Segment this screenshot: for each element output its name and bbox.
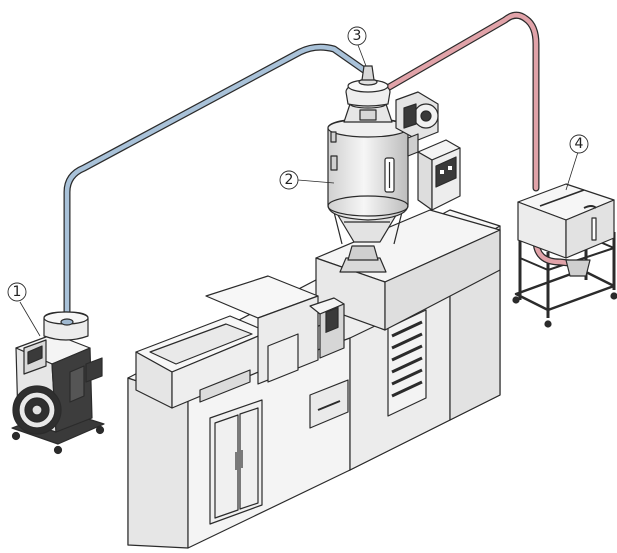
callout-4: 4 [565, 134, 589, 191]
callout-number-1: 1 [13, 284, 22, 300]
dryer-blower-unit [395, 91, 461, 211]
blue-conveying-hose [63, 43, 368, 334]
storage-bin-on-stand [512, 183, 617, 328]
callout-number-2: 2 [285, 172, 294, 188]
callout-3: 3 [347, 26, 367, 67]
red-conveying-hose [380, 11, 540, 192]
callout-number-4: 4 [575, 136, 584, 152]
injection-molding-machine [127, 209, 501, 549]
callout-2: 2 [279, 170, 335, 190]
callout-1: 1 [7, 282, 41, 337]
callout-number-3: 3 [353, 28, 362, 44]
hopper-loader [345, 65, 391, 107]
dryer-hopper [327, 99, 409, 273]
vacuum-autoloader [11, 311, 105, 455]
